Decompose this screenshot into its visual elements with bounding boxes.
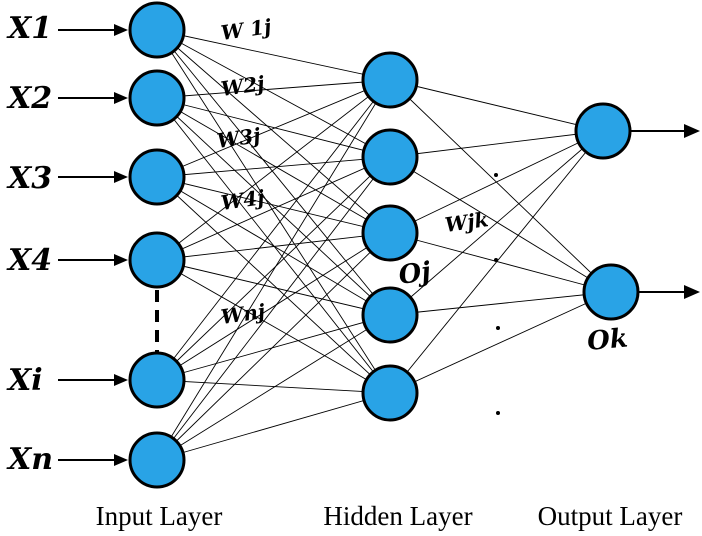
connection-input-3-hidden-4 [156,176,391,316]
connection-input-4-hidden-3 [156,232,391,261]
connection-hidden-2-output-1 [389,130,604,158]
connection-input-5-hidden-2 [156,156,391,381]
connection-input-3-hidden-3 [156,176,391,234]
weight-label-wjk: Wjk [443,207,489,237]
input-arrow-2 [58,92,128,104]
connection-input-2-hidden-1 [156,79,391,99]
hidden-output-ellipsis-dots [494,173,500,415]
hidden-node-label: Oj [397,257,434,291]
output-arrow-2 [638,285,700,299]
connection-hidden-2-output-2 [389,156,612,293]
connection-hidden-1-output-1 [389,79,604,132]
input-label-x1: X1 [6,11,52,46]
connection-hidden-1-output-2 [389,79,612,293]
input-layer-title: Input Layer [96,501,223,531]
connection-input-1-hidden-1 [156,29,391,81]
connection-input-4-hidden-5 [156,259,391,394]
nodes [128,1,640,489]
connection-input-4-hidden-2 [156,156,391,261]
input-arrow-1 [58,24,128,36]
input-node-5 [128,351,186,409]
weight-label-w2j: W2j [219,71,266,101]
connection-input-6-hidden-5 [156,392,391,461]
connection-input-2-hidden-4 [156,97,391,316]
connection-input-5-hidden-1 [156,79,391,381]
input-node-3 [128,148,186,206]
connection-hidden-4-output-1 [389,130,604,316]
input-label-x4: X4 [6,243,52,278]
hidden-node-4 [361,286,419,344]
output-node-label: Ok [586,324,629,357]
output-layer-title: Output Layer [538,501,683,531]
input-arrows [58,24,128,466]
connection-input-1-hidden-3 [156,29,391,234]
weight-label-w1j: W 1j [219,14,273,45]
input-node-6 [128,431,186,489]
connection-input-6-hidden-2 [156,156,391,461]
connection-input-6-hidden-1 [156,79,391,461]
connection-input-5-hidden-3 [156,232,391,381]
connection-input-2-hidden-3 [156,97,391,234]
hidden-node-5 [361,364,419,422]
input-arrow-3 [58,171,128,183]
connection-input-2-hidden-2 [156,97,391,158]
connections [156,29,612,461]
weight-label-wnj: Wnj [219,299,267,329]
connection-hidden-3-output-2 [389,232,612,293]
connection-input-3-hidden-5 [156,176,391,394]
hidden-node-1 [361,51,419,109]
connection-hidden-4-output-2 [389,291,612,316]
hidden-layer-title: Hidden Layer [323,501,472,531]
connection-hidden-3-output-1 [389,130,604,234]
input-node-2 [128,69,186,127]
input-label-xn: Xn [6,442,53,477]
input-node-4 [128,231,186,289]
hidden-node-2 [361,128,419,186]
output-node-1 [574,102,632,160]
connection-input-3-hidden-1 [156,79,391,178]
connection-input-5-hidden-4 [156,314,391,381]
connection-input-3-hidden-2 [156,156,391,178]
connection-input-1-hidden-5 [156,29,391,394]
connection-input-5-hidden-5 [156,379,391,394]
input-arrow-6 [58,454,128,466]
input-label-x3: X3 [6,161,52,196]
connection-hidden-5-output-2 [389,291,612,394]
input-arrow-5 [58,374,128,386]
connection-input-4-hidden-4 [156,259,391,316]
input-label-x2: X2 [6,81,52,116]
connection-input-6-hidden-3 [156,232,391,461]
output-node-2 [582,263,640,321]
weight-label-w3j: W3j [215,123,262,153]
hidden-node-3 [361,204,419,262]
input-arrow-4 [58,254,128,266]
input-node-1 [128,1,186,59]
output-arrows [630,124,700,299]
connection-input-4-hidden-1 [156,79,391,261]
connection-hidden-5-output-1 [389,130,604,394]
connection-input-1-hidden-4 [156,29,391,316]
output-arrow-1 [630,124,700,138]
input-label-xi: Xi [6,363,43,398]
connection-input-1-hidden-2 [156,29,391,158]
weight-label-w4j: W4j [219,185,266,215]
connection-input-6-hidden-4 [156,314,391,461]
